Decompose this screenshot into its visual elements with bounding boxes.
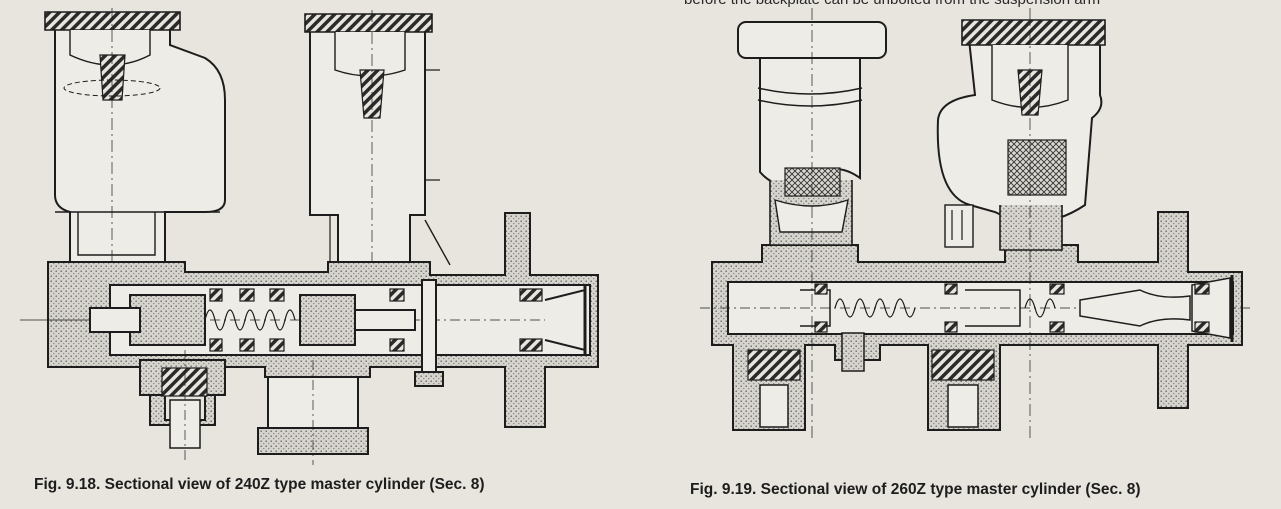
push-rod [89,307,141,333]
stop-bolt [421,279,437,376]
reservoir-front [54,21,226,263]
check-valve-front [747,349,801,381]
secondary-piston [965,289,1021,327]
return-spring [204,309,296,331]
filter-rear [1017,69,1043,116]
level-switch [944,204,974,248]
reservoir-cap-rear [961,19,1106,46]
piston-seals [209,288,543,352]
primary-piston [129,294,206,346]
outlet-fitting [544,288,586,352]
return-spring [834,298,916,318]
reservoir-cap-rear [304,13,433,33]
filter-front [784,167,841,197]
reservoir-front [759,57,861,187]
piston-seals [814,283,1210,333]
piston-rod [354,309,416,331]
figure-240z-master-cylinder [20,8,599,465]
figure-260z-master-cylinder [700,8,1250,440]
figure-caption-240z: Fig. 9.18. Sectional view of 240Z type m… [34,476,485,493]
filter-front [99,54,126,101]
reservoir-rear [309,29,426,263]
figure-caption-260z: Fig. 9.19. Sectional view of 260Z type m… [690,481,1141,498]
reservoir-cap-front [44,11,181,31]
page-text-fragment: before the backplate can be unbolted fro… [684,0,1100,8]
secondary-piston [299,294,356,346]
check-valve-rear [931,349,995,381]
stop-bolt [841,332,865,372]
